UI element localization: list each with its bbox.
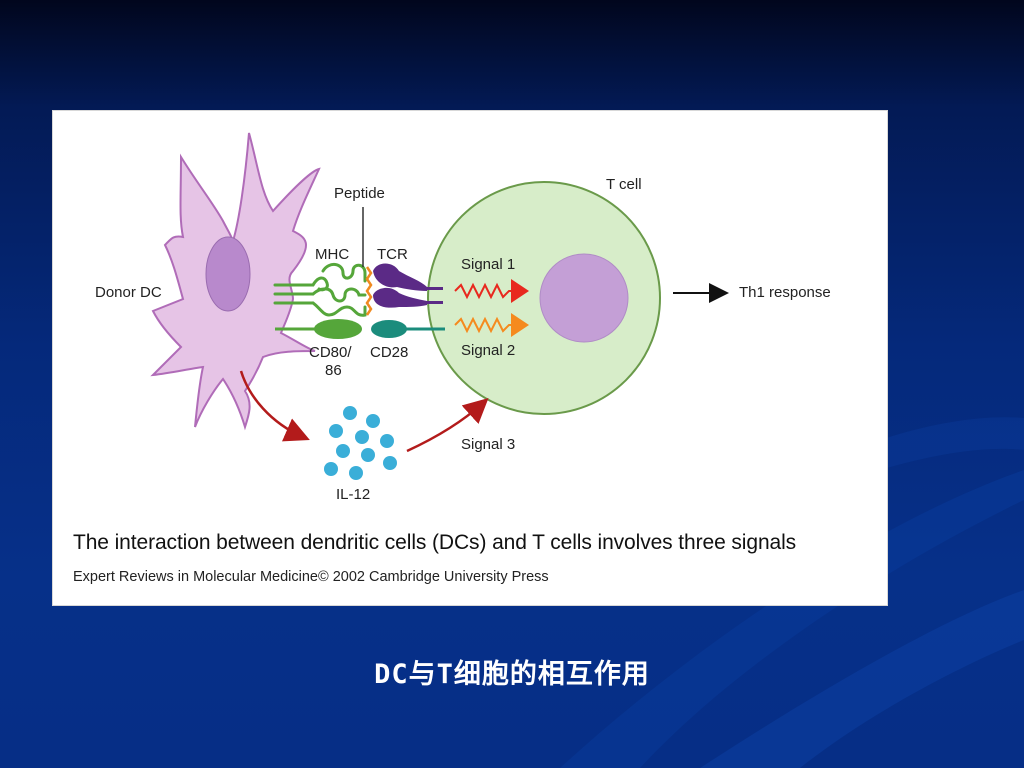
cd28-molecule <box>371 320 407 338</box>
figure-credit: Expert Reviews in Molecular Medicine© 20… <box>73 569 549 585</box>
label-il12: IL-12 <box>336 486 371 503</box>
label-signal-3: Signal 3 <box>461 436 516 453</box>
signal-3-arrow <box>406 397 489 453</box>
figure-panel: Donor DC Peptide MHC TCR T cell Signal 1… <box>53 111 887 605</box>
mhc-molecule <box>273 263 367 317</box>
label-cd80-86-line2: 86 <box>325 362 342 379</box>
cd80-86-molecule <box>314 319 362 339</box>
slide-title: DC与T细胞的相互作用 <box>374 659 650 690</box>
signal-1-arrow <box>454 279 529 303</box>
label-th1-response: Th1 response <box>739 284 831 301</box>
label-cd28: CD28 <box>370 344 409 361</box>
signal-2-arrow <box>454 313 529 337</box>
label-peptide: Peptide <box>334 185 385 202</box>
label-t-cell: T cell <box>606 176 642 193</box>
dc-to-il12-arrow <box>239 370 310 442</box>
label-signal-1: Signal 1 <box>461 256 516 273</box>
dc-tcell-diagram <box>150 132 729 480</box>
label-signal-2: Signal 2 <box>461 342 516 359</box>
il12-cluster <box>324 406 397 480</box>
label-cd80-86-line1: CD80/ <box>309 344 352 361</box>
tcr-molecule <box>373 263 443 308</box>
figure-caption: The interaction between dendritic cells … <box>73 531 797 554</box>
label-donor-dc: Donor DC <box>95 284 162 301</box>
peptide <box>365 266 373 316</box>
label-tcr: TCR <box>377 246 408 263</box>
t-cell-nucleus <box>539 253 629 343</box>
label-mhc: MHC <box>315 246 350 263</box>
dc-nucleus <box>205 236 251 312</box>
